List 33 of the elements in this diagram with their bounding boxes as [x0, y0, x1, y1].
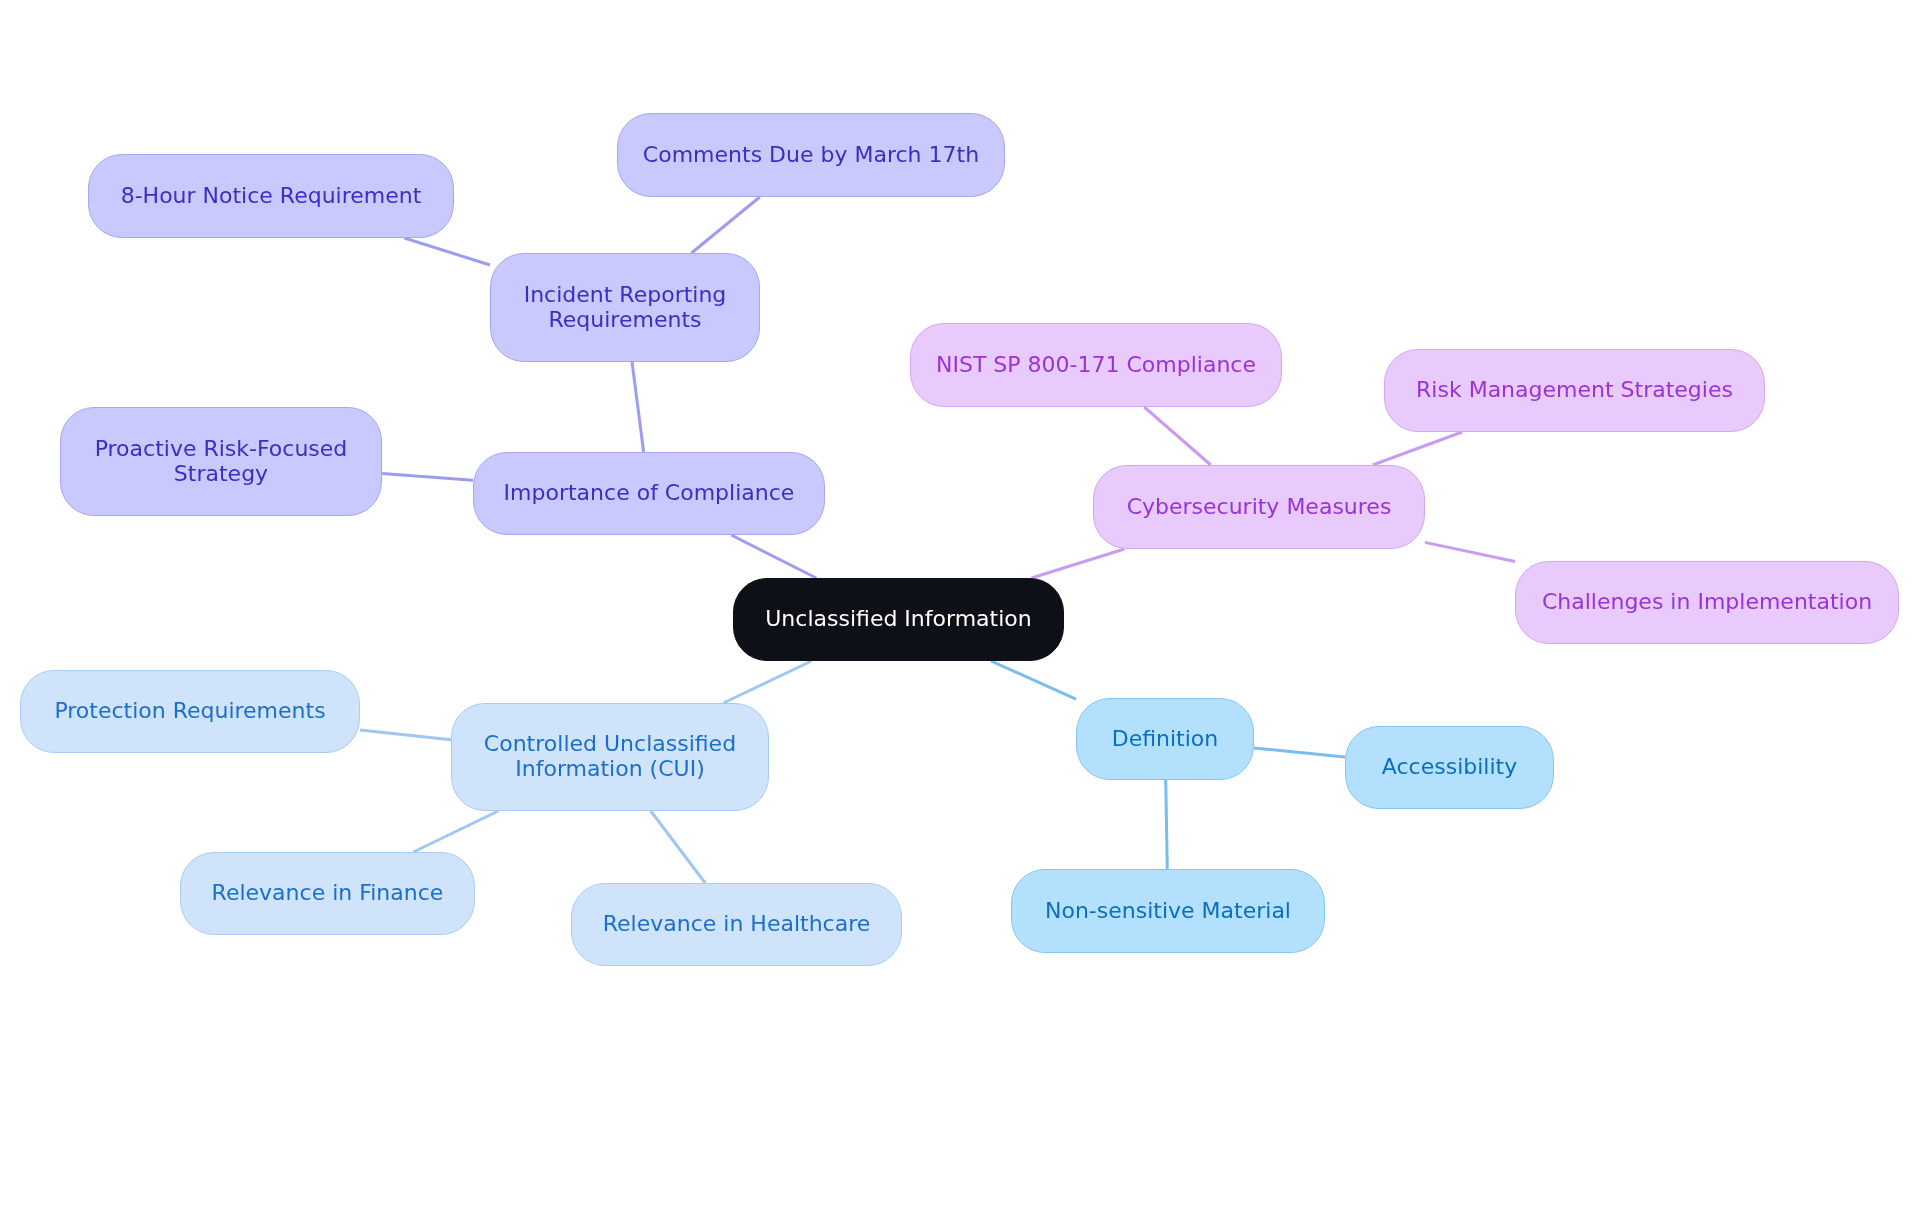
central-topic: Unclassified Information: [733, 578, 1064, 661]
topic-node: Comments Due by March 17th: [617, 113, 1005, 197]
connector-line: [722, 659, 813, 705]
topic-node: Protection Requirements: [20, 670, 360, 753]
topic-node: NIST SP 800-171 Compliance: [910, 323, 1282, 407]
connector-line: [359, 728, 452, 742]
connector-line: [1031, 547, 1125, 580]
topic-node: Risk Management Strategies: [1384, 349, 1765, 432]
topic-node: Proactive Risk-Focused Strategy: [60, 407, 382, 516]
connector-line: [1253, 746, 1346, 759]
connector-line: [1424, 540, 1516, 564]
connector-line: [690, 195, 761, 255]
connector-line: [990, 659, 1077, 701]
connector-line: [730, 533, 817, 580]
connector-line: [1164, 779, 1169, 870]
topic-node: Importance of Compliance: [473, 452, 825, 535]
connector-line: [649, 810, 707, 884]
topic-node: Non-sensitive Material: [1011, 869, 1325, 953]
connector-line: [630, 361, 646, 453]
connector-line: [381, 472, 474, 482]
topic-node: 8-Hour Notice Requirement: [88, 154, 454, 238]
topic-node: Relevance in Healthcare: [571, 883, 902, 966]
topic-node: Accessibility: [1345, 726, 1554, 809]
topic-node: Cybersecurity Measures: [1093, 465, 1425, 549]
connector-line: [1372, 430, 1463, 467]
connector-line: [412, 809, 499, 854]
connector-line: [403, 236, 491, 267]
topic-node: Incident Reporting Requirements: [490, 253, 760, 362]
topic-node: Challenges in Implementation: [1515, 561, 1899, 644]
connector-line: [1143, 405, 1212, 467]
topic-node: Definition: [1076, 698, 1254, 780]
topic-node: Relevance in Finance: [180, 852, 475, 935]
topic-node: Controlled Unclassified Information (CUI): [451, 703, 769, 811]
